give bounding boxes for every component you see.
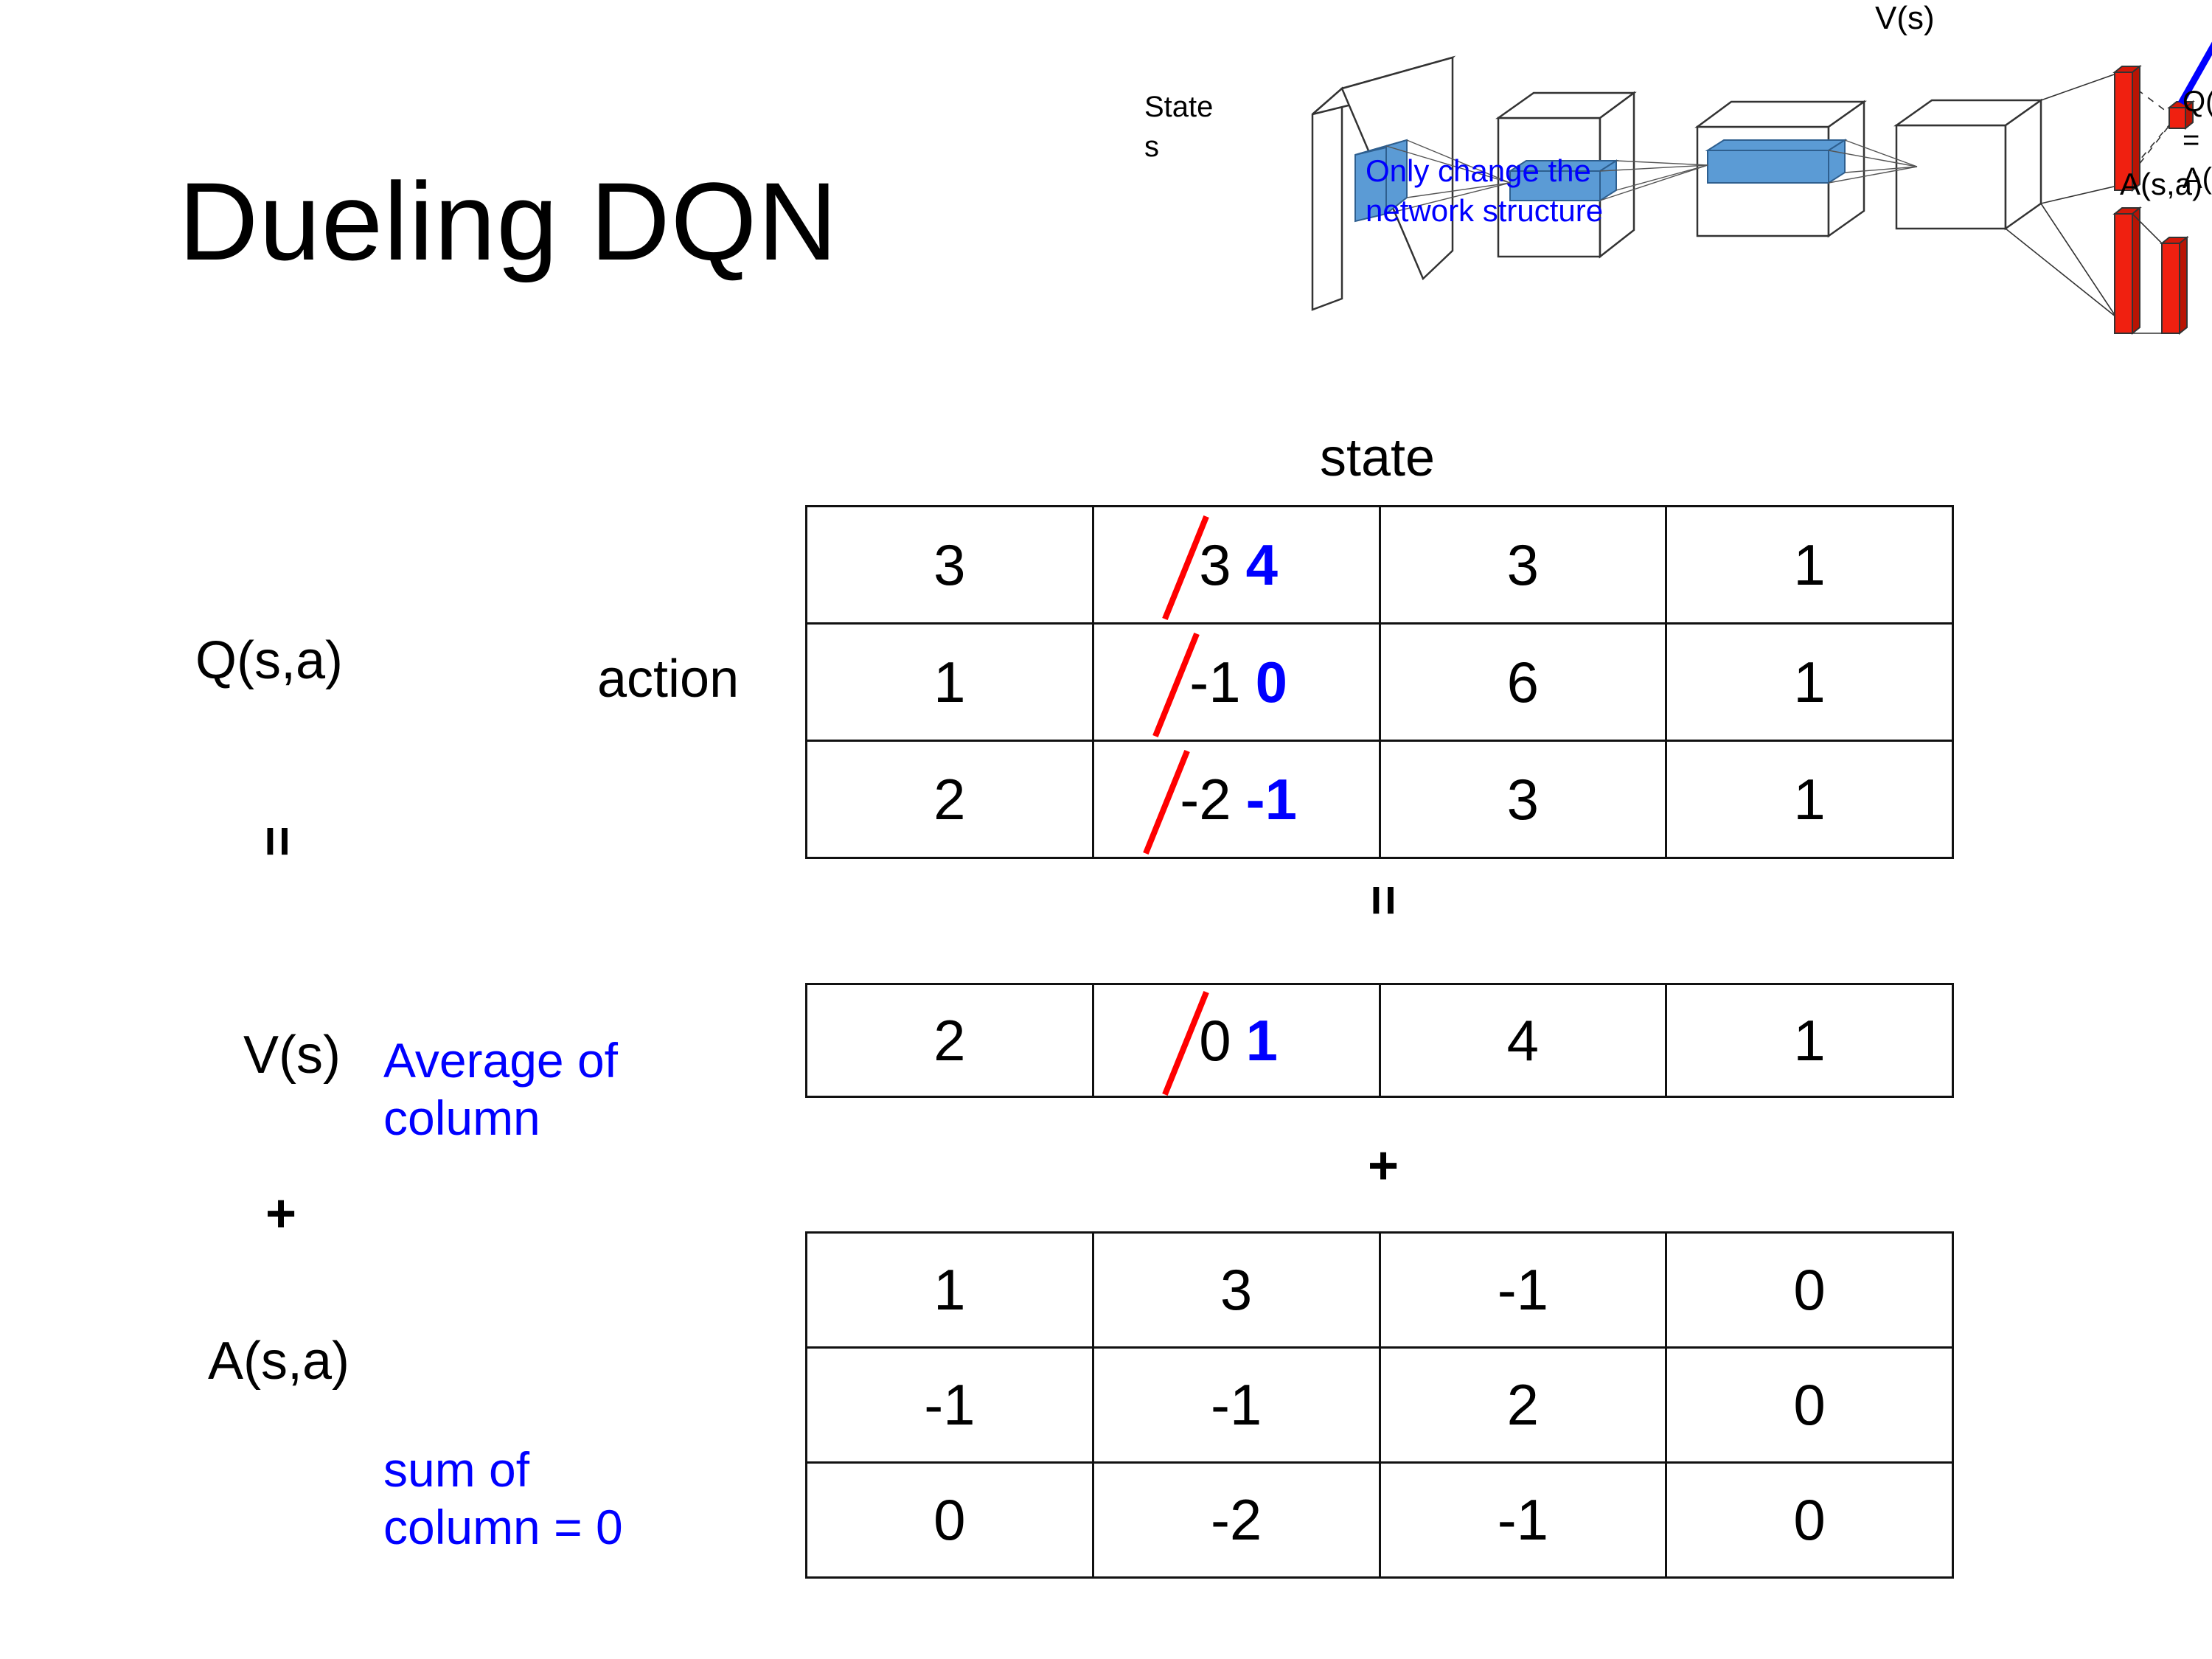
- new-value: 1: [1245, 1007, 1279, 1073]
- equals-sign-middle: =: [1354, 884, 1413, 917]
- a-cell-r1c1[interactable]: -1: [1091, 1346, 1381, 1464]
- only-change-line2: network structure: [1366, 192, 1604, 228]
- corrected-value: -1 0: [1185, 649, 1287, 716]
- struck-old-value: 0: [1194, 1007, 1235, 1074]
- a-cell-r2c1[interactable]: -2: [1091, 1461, 1381, 1579]
- v-cell-c3[interactable]: 1: [1665, 983, 1954, 1098]
- table-row: 0 -2 -1 0: [805, 1461, 1954, 1579]
- sum-note-line1: sum of: [383, 1442, 530, 1497]
- sum-note-line2: column = 0: [383, 1499, 623, 1554]
- diagram-state-label: State s: [1144, 87, 1213, 167]
- dueling-network-diagram: [1091, 0, 2212, 413]
- a-function-label: A(s,a): [208, 1332, 350, 1391]
- a-cell-r0c0[interactable]: 1: [805, 1231, 1094, 1349]
- q-cell-r2c3[interactable]: 1: [1665, 740, 1954, 859]
- a-cell-r0c3[interactable]: 0: [1665, 1231, 1954, 1349]
- table-row: 2 -2 -1 3 1: [805, 740, 1954, 859]
- avg-note-line2: column: [383, 1090, 540, 1145]
- a-cell-r1c0[interactable]: -1: [805, 1346, 1094, 1464]
- q-cell-r0c0[interactable]: 3: [805, 505, 1094, 625]
- q-cell-r1c3[interactable]: 1: [1665, 622, 1954, 742]
- corrected-value: 3 4: [1194, 532, 1278, 599]
- a-cell-r0c1[interactable]: 3: [1091, 1231, 1381, 1349]
- table-row: 1 -1 0 6 1: [805, 622, 1954, 742]
- new-value: -1: [1245, 766, 1297, 832]
- a-cell-r2c3[interactable]: 0: [1665, 1461, 1954, 1579]
- q-out-line1: Q(s,a): [2183, 86, 2212, 118]
- state-axis-label: state: [1320, 428, 1436, 487]
- v-cell-c1[interactable]: 0 1: [1091, 983, 1381, 1098]
- diagram-a-out: A(s,a): [2120, 167, 2203, 201]
- q-value-table: 3 3 4 3 1 1 -1 0 6 1 2: [805, 505, 1954, 859]
- diagram-q-out-label: Q(s,a) = A(s,a)+V(s): [2183, 83, 2212, 198]
- v-cell-c2[interactable]: 4: [1378, 983, 1668, 1098]
- q-cell-r0c3[interactable]: 1: [1665, 505, 1954, 625]
- diagram-v-out: V(s): [1875, 0, 1935, 36]
- a-cell-r1c2[interactable]: 2: [1378, 1346, 1668, 1464]
- q-cell-r1c1[interactable]: -1 0: [1091, 622, 1381, 742]
- average-of-column-note: Average of column: [383, 1032, 618, 1147]
- equals-sign-q-to-v: =: [248, 825, 307, 858]
- q-cell-r2c1[interactable]: -2 -1: [1091, 740, 1381, 859]
- corrected-value: 0 1: [1194, 1007, 1278, 1074]
- a-cell-r0c2[interactable]: -1: [1378, 1231, 1668, 1349]
- avg-note-line1: Average of: [383, 1033, 619, 1088]
- q-cell-r2c2[interactable]: 3: [1378, 740, 1668, 859]
- plus-sign-left: +: [265, 1184, 297, 1243]
- corrected-value: -2 -1: [1175, 766, 1297, 833]
- v-value-table: 2 0 1 4 1: [805, 983, 1954, 1098]
- state-label-line2: s: [1144, 131, 1159, 163]
- page-title: Dueling DQN: [178, 159, 838, 283]
- struck-old-value: 3: [1194, 532, 1235, 599]
- table-row: 3 3 4 3 1: [805, 505, 1954, 625]
- a-cell-r2c0[interactable]: 0: [805, 1461, 1094, 1579]
- a-cell-r2c2[interactable]: -1: [1378, 1461, 1668, 1579]
- v-function-label: V(s): [243, 1026, 341, 1085]
- table-row: 2 0 1 4 1: [805, 983, 1954, 1098]
- struck-old-value: -1: [1185, 649, 1245, 716]
- diagram-only-change-note: Only change the network structure: [1366, 151, 1603, 231]
- new-value: 4: [1245, 532, 1279, 597]
- v-cell-c0[interactable]: 2: [805, 983, 1094, 1098]
- q-cell-r0c2[interactable]: 3: [1378, 505, 1668, 625]
- table-row: 1 3 -1 0: [805, 1231, 1954, 1349]
- advantage-table: 1 3 -1 0 -1 -1 2 0 0 -2 -1 0: [805, 1231, 1954, 1579]
- state-label-line1: State: [1144, 91, 1214, 123]
- table-row: -1 -1 2 0: [805, 1346, 1954, 1464]
- sum-of-column-note: sum of column = 0: [383, 1441, 623, 1557]
- q-cell-r0c1[interactable]: 3 4: [1091, 505, 1381, 625]
- struck-old-value: -2: [1175, 766, 1235, 833]
- q-cell-r2c0[interactable]: 2: [805, 740, 1094, 859]
- action-axis-label: action: [597, 650, 740, 709]
- new-value: 0: [1255, 649, 1287, 714]
- plus-sign-middle: +: [1368, 1136, 1399, 1195]
- only-change-line1: Only change the: [1366, 153, 1591, 188]
- q-cell-r1c2[interactable]: 6: [1378, 622, 1668, 742]
- q-cell-r1c0[interactable]: 1: [805, 622, 1094, 742]
- q-function-label: Q(s,a): [195, 631, 344, 690]
- q-out-line2: = A(s,a)+V(s): [2183, 124, 2212, 195]
- a-cell-r1c3[interactable]: 0: [1665, 1346, 1954, 1464]
